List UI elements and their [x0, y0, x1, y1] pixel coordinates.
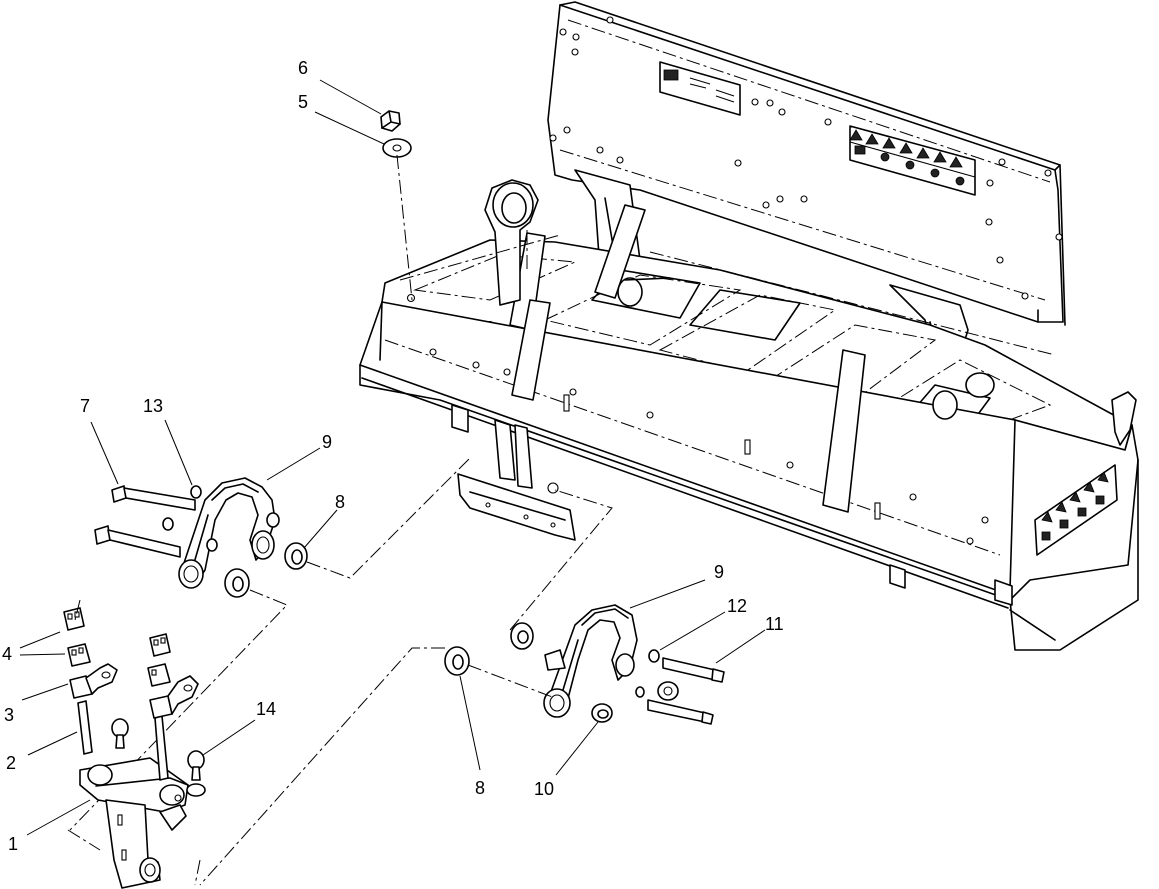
lock-washer-lower [162, 517, 174, 531]
callout-labels: 6 5 7 13 9 8 4 3 2 14 1 9 12 11 8 10 [2, 58, 784, 854]
lock-nut-10 [591, 703, 613, 723]
callout-8: 8 [335, 492, 345, 512]
callout-7: 7 [80, 396, 90, 416]
back-panel [547, 1, 1066, 326]
callout-8-right: 8 [475, 778, 485, 798]
callout-12: 12 [727, 596, 747, 616]
bearing-lower [224, 568, 250, 598]
bearing-upper [284, 542, 308, 570]
knob-left [111, 718, 129, 749]
callout-13: 13 [143, 396, 163, 416]
knob-right [186, 750, 206, 797]
frame-uprights [509, 204, 866, 513]
clip-left-top [63, 607, 85, 631]
upper-bolt [111, 485, 196, 511]
deck-front-face [359, 301, 1139, 651]
flange-nut-right [657, 681, 679, 701]
clamp-assembly [63, 599, 206, 889]
callout-14: 14 [256, 699, 276, 719]
lock-washer-upper [190, 485, 202, 499]
clip-left-middle [67, 643, 91, 667]
pin-left [77, 700, 93, 755]
callout-1: 1 [8, 834, 18, 854]
center-mount-bracket [457, 419, 576, 541]
bearing-right-rear [510, 622, 534, 650]
callout-11: 11 [765, 614, 784, 634]
callout-4: 4 [2, 644, 12, 664]
bolt-right-lower [647, 699, 714, 725]
bolt-right-upper [662, 657, 725, 683]
decal-warning-icons [849, 125, 976, 196]
callout-3: 3 [4, 705, 14, 725]
callout-5: 5 [298, 92, 308, 112]
nut-washer-stack [380, 110, 413, 301]
callout-2: 2 [6, 753, 16, 773]
pivot-arm-right [543, 604, 638, 718]
washer-right-upper [648, 649, 660, 663]
left-arm-assembly [69, 457, 471, 831]
callout-9-right: 9 [714, 562, 724, 582]
leader-lines [19, 79, 766, 836]
roller-pivot [617, 277, 995, 420]
decal-plate-info [659, 61, 741, 116]
pivot-tower [484, 179, 539, 306]
washer-right-lower [635, 686, 645, 698]
callout-6: 6 [298, 58, 308, 78]
decal-end-warning [1034, 464, 1118, 556]
clip-right-middle [147, 663, 171, 687]
clip-left-lower [69, 663, 118, 699]
clip-right-top [149, 633, 171, 657]
base-bracket [79, 757, 189, 889]
right-end-post [1111, 391, 1137, 446]
right-arm-assembly [199, 489, 725, 886]
clip-right-lower [149, 675, 199, 719]
deck-frame-assembly [359, 1, 1139, 651]
lower-bolt [94, 525, 181, 558]
pivot-arm-left [178, 477, 280, 589]
callout-10: 10 [534, 779, 554, 799]
callout-9: 9 [322, 432, 332, 452]
bearing-8-right [444, 646, 470, 676]
